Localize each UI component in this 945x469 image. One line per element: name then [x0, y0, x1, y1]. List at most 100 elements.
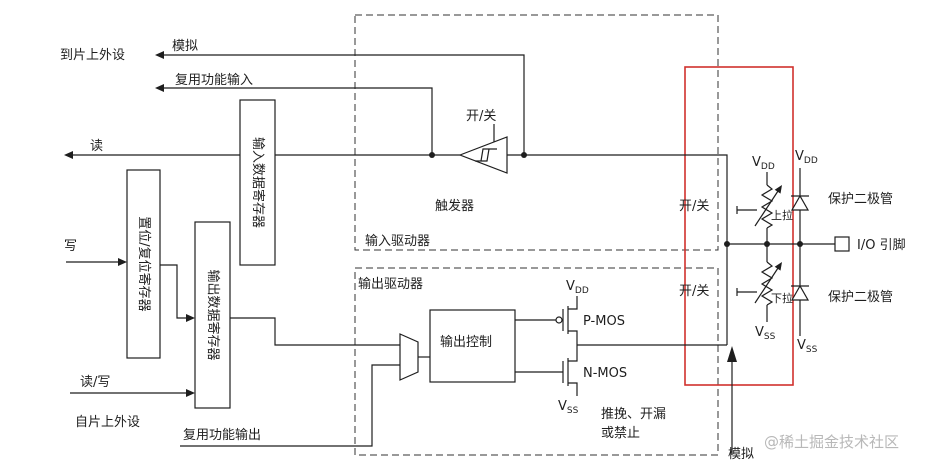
from-peripheral-label: 自片上外设	[75, 415, 140, 430]
diode-vdd-sub: DD	[804, 156, 818, 166]
output-register-to-mux-line	[230, 317, 400, 346]
pmos-drain	[568, 330, 578, 345]
pin-circuit-highlight-box	[684, 66, 794, 386]
pin-input-line	[507, 154, 728, 345]
set-reset-output-line	[160, 264, 186, 319]
diode-vss-sub: SS	[806, 345, 818, 355]
pullup-arrowhead	[774, 185, 782, 194]
pullup-switch-label: 开/关	[679, 199, 709, 214]
io-pin-square	[834, 236, 850, 252]
nmos-transistor	[515, 345, 578, 396]
output-mode-line1: 推挽、开漏	[601, 406, 666, 422]
set-reset-register-label: 置位/复位寄存器	[136, 216, 152, 311]
schmitt-trigger	[458, 124, 508, 174]
trigger-switch-label: 开/关	[466, 109, 496, 124]
alt-function-input-arrowhead	[155, 84, 164, 92]
set-reset-arrowhead	[186, 314, 195, 322]
pullup-zigzag	[760, 184, 774, 229]
pulldown-vss-label: VSS	[755, 325, 776, 342]
pmos-source	[568, 296, 578, 310]
protection-diode-bottom-label: 保护二极管	[828, 290, 893, 305]
pulldown-variable-arrow	[754, 264, 781, 304]
output-driver-title: 输出驱动器	[358, 276, 423, 292]
analog-top-label: 模拟	[172, 39, 198, 54]
alt-function-input-line	[164, 87, 433, 155]
trigger-label: 触发器	[435, 198, 474, 214]
pmos-vdd-symbol: V	[566, 279, 575, 294]
io-junction-node	[724, 241, 730, 247]
output-data-register-label: 输出数据寄存器	[205, 269, 221, 360]
pmos-gate-bubble	[555, 316, 563, 324]
pullup-variable-arrow	[754, 187, 781, 227]
input-data-register-label: 输入数据寄存器	[250, 137, 266, 228]
nmos-vss-sub: SS	[567, 406, 579, 416]
write-label: 写	[64, 239, 77, 254]
output-driver-box	[354, 267, 719, 456]
protection-diode-top	[790, 168, 810, 244]
read-write-label: 读/写	[80, 375, 110, 390]
output-mode-line2: 或禁止	[601, 426, 640, 441]
pulldown-zigzag	[760, 261, 774, 306]
alt-input-junction-node	[429, 152, 435, 158]
pullup-resistor	[736, 172, 782, 244]
pulldown-arrowhead	[774, 262, 782, 271]
read-arrowhead	[64, 151, 73, 159]
pmos-vdd-label: VDD	[566, 279, 589, 296]
pullup-vdd-label: VDD	[752, 155, 775, 172]
alt-function-output-line	[180, 364, 400, 447]
pulldown-switch-label: 开/关	[679, 284, 709, 299]
nmos-label: N-MOS	[583, 366, 627, 381]
pulldown-vss-sub: SS	[764, 332, 776, 342]
io-pin-label: I/O 引脚	[857, 237, 906, 253]
read-label: 读	[90, 139, 103, 154]
to-peripheral-label: 到片上外设	[60, 48, 125, 63]
set-reset-to-output-register	[160, 264, 195, 322]
pmos-label: P-MOS	[583, 314, 625, 329]
input-driver-box	[354, 14, 719, 251]
pulldown-switch-icon	[736, 288, 757, 296]
pmos-vdd-sub: DD	[575, 286, 589, 296]
diode-vss-label: VSS	[797, 338, 818, 355]
nmos-vss-label: VSS	[558, 399, 579, 416]
pullup-vdd-symbol: V	[752, 155, 761, 170]
output-data-register-box	[194, 221, 231, 409]
pulldown-vss-symbol: V	[755, 325, 764, 340]
watermark: @稀土掘金技术社区	[764, 433, 899, 451]
set-reset-register-box	[126, 169, 161, 359]
analog-input-path	[155, 51, 525, 155]
output-control-label: 输出控制	[440, 334, 492, 350]
diode-bottom-icon	[790, 284, 810, 301]
analog-bottom-arrowhead	[727, 346, 737, 362]
read-write-arrowhead	[186, 389, 195, 397]
nmos-drain	[568, 345, 578, 362]
nmos-vss-symbol: V	[558, 399, 567, 414]
read-write-path	[70, 389, 195, 397]
alt-function-input-label: 复用功能输入	[175, 72, 253, 88]
pulldown-resistor	[736, 244, 782, 322]
pullup-vdd-sub: DD	[761, 162, 775, 172]
alt-function-output-label: 复用功能输出	[183, 427, 261, 443]
alt-function-input-path	[155, 84, 433, 155]
diode-vdd-label: VDD	[795, 149, 818, 166]
pullup-switch-icon	[736, 206, 757, 214]
write-arrowhead	[118, 258, 127, 266]
analog-junction-node	[521, 152, 527, 158]
input-driver-title: 输入驱动器	[365, 233, 430, 249]
pullup-label: 上拉	[771, 208, 793, 222]
analog-bottom-path	[727, 346, 737, 455]
diode-vss-symbol: V	[797, 338, 806, 353]
protection-diode-top-label: 保护二极管	[828, 192, 893, 207]
protection-diode-bottom	[790, 244, 810, 336]
analog-signal-line	[164, 54, 525, 155]
analog-arrowhead	[155, 51, 164, 59]
hysteresis-icon	[475, 148, 497, 162]
output-mux	[399, 333, 419, 381]
pmos-transistor	[515, 296, 578, 345]
pulldown-label: 下拉	[771, 291, 793, 305]
trigger-triangle	[458, 136, 508, 174]
diode-vdd-symbol: V	[795, 149, 804, 164]
output-control-box	[429, 309, 516, 383]
diode-top-icon	[790, 194, 810, 211]
analog-bottom-label: 模拟	[728, 447, 754, 462]
